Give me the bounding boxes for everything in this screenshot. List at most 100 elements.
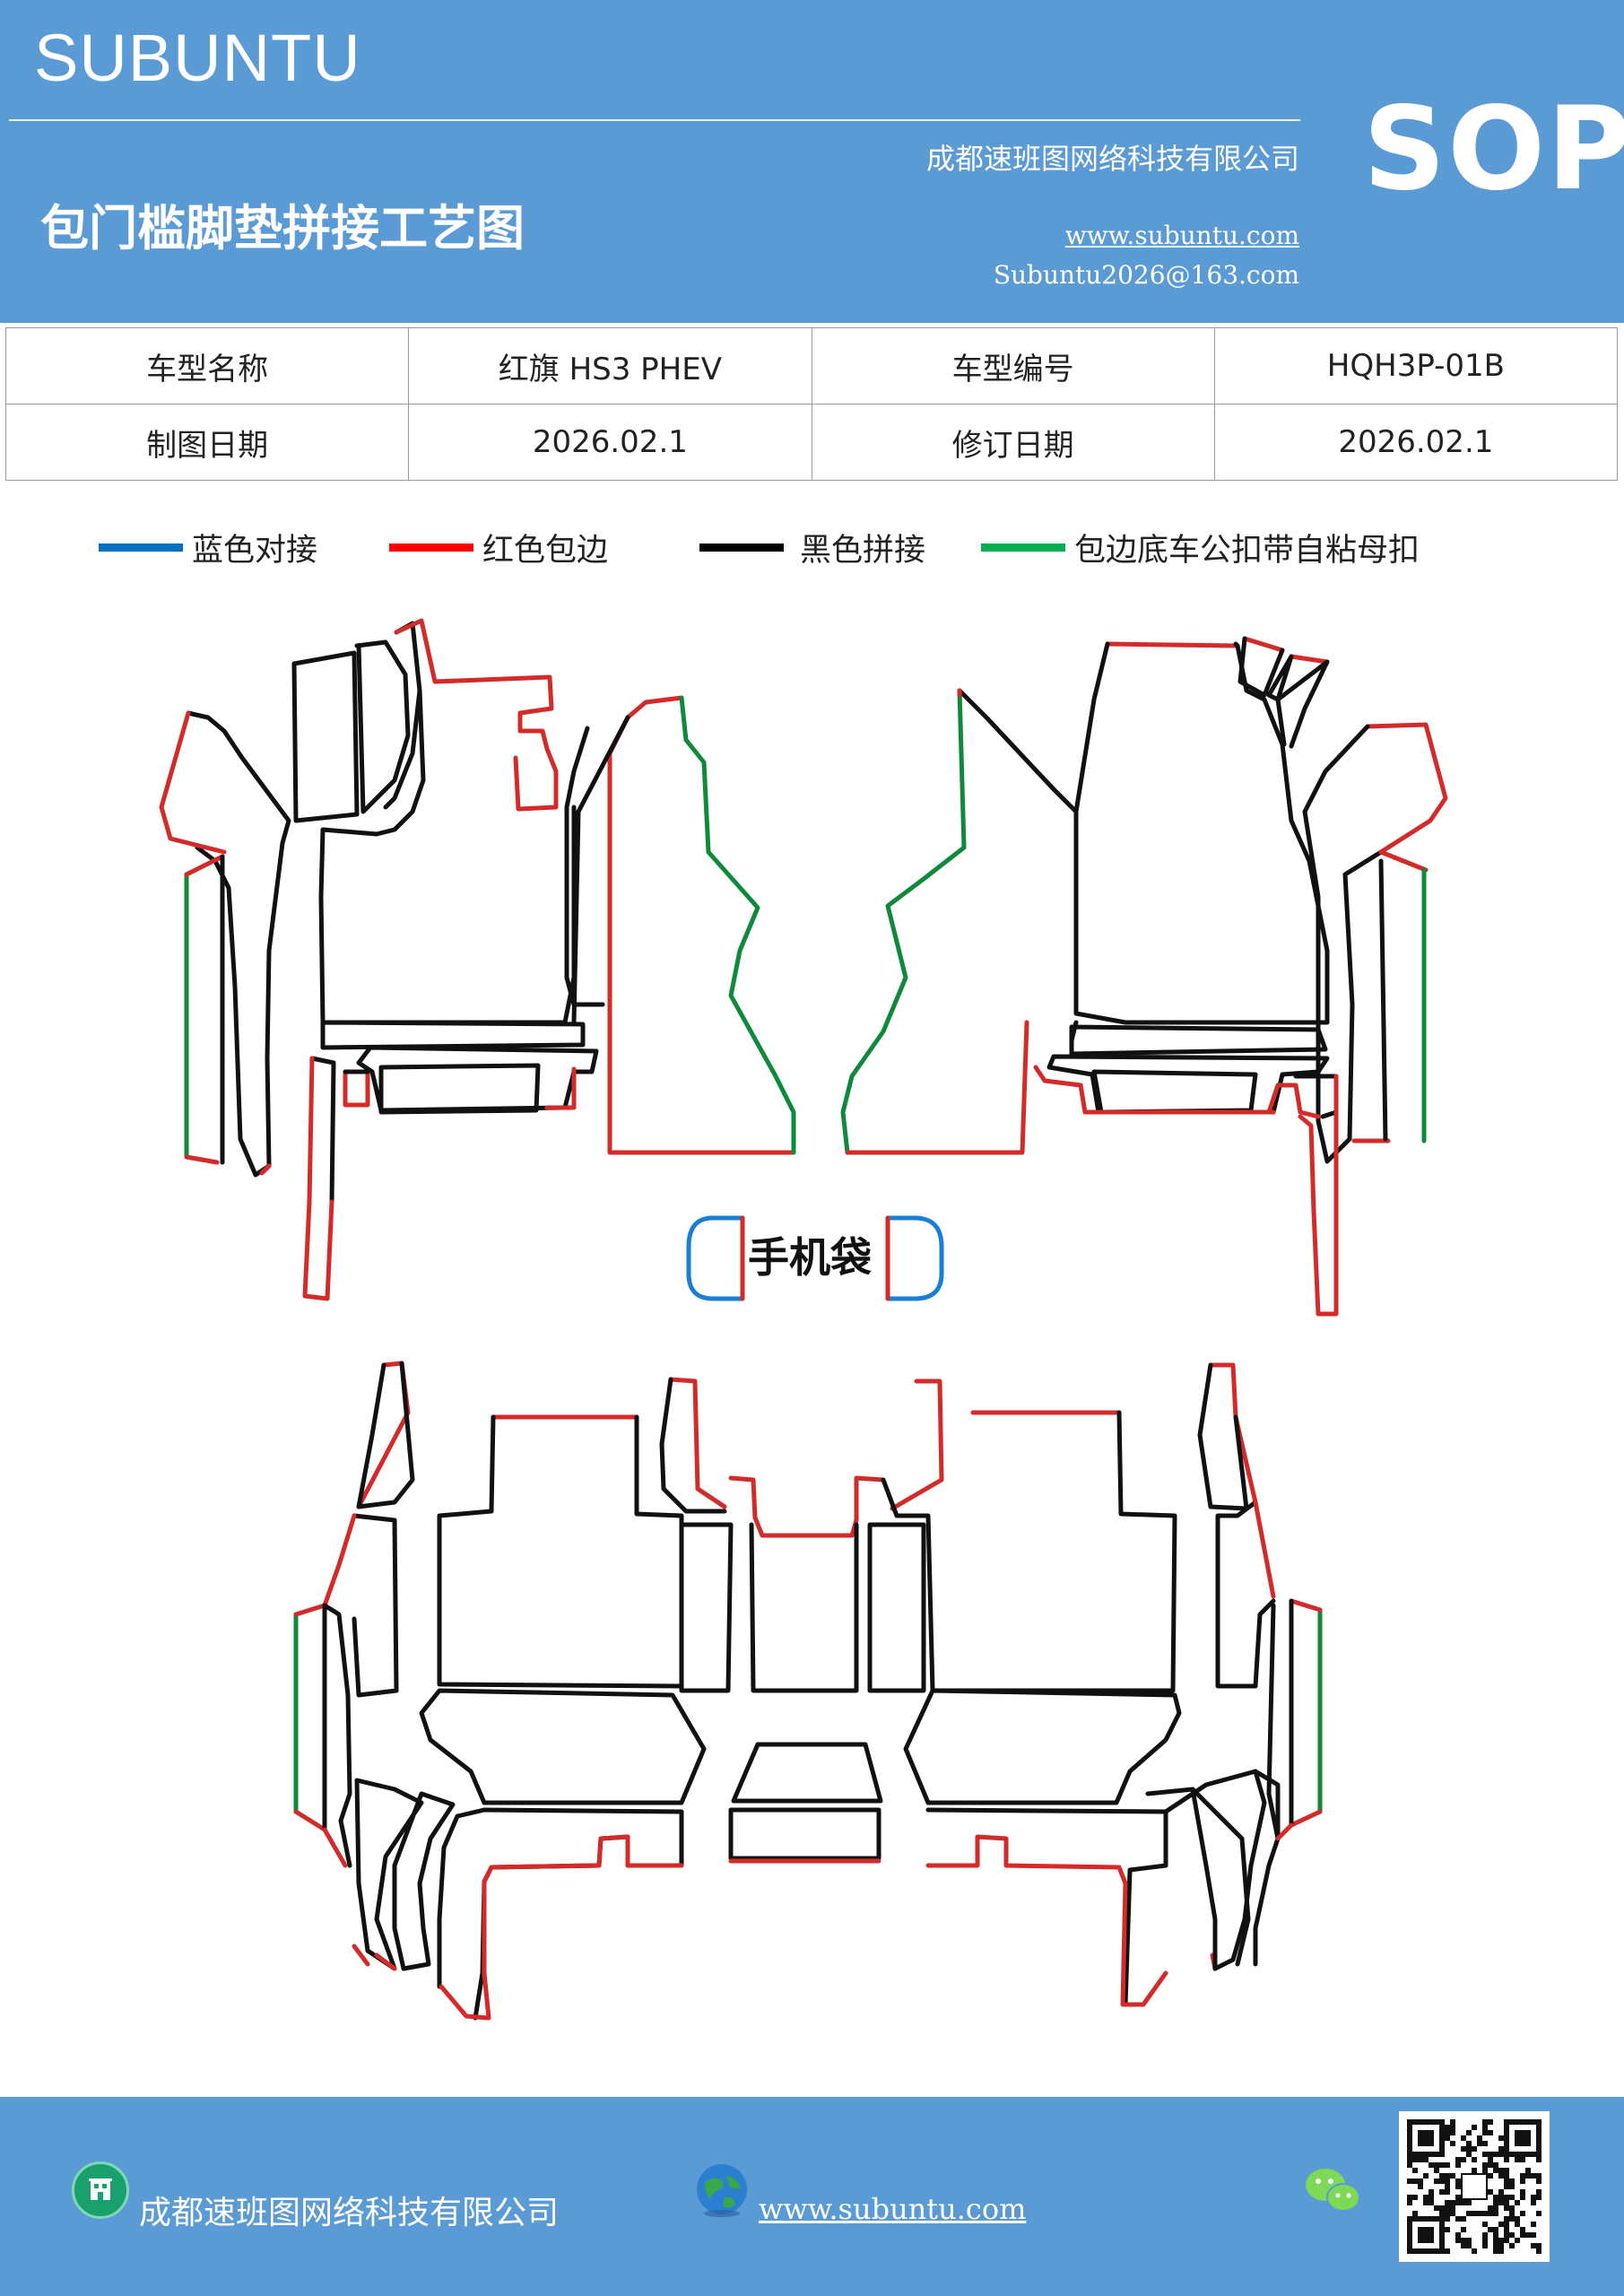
mat-piece bbox=[309, 1056, 336, 1205]
table-cell: HQH3P-01B bbox=[1213, 327, 1619, 404]
legend-item-green: 包边底车公扣带自粘母扣 bbox=[981, 525, 1420, 570]
mat-piece bbox=[439, 1834, 684, 2021]
mat-piece bbox=[354, 639, 411, 814]
mat-piece bbox=[184, 854, 225, 1165]
mat-piece bbox=[1069, 1024, 1328, 1057]
mat-piece bbox=[343, 1069, 370, 1108]
floor-mat-diagram: 手机袋 bbox=[159, 618, 1448, 2021]
mat-piece bbox=[1253, 1769, 1281, 1967]
header-divider bbox=[9, 119, 1300, 121]
mat-piece bbox=[925, 1807, 1168, 2007]
mat-piece bbox=[1096, 1083, 1321, 1119]
mat-piece bbox=[607, 715, 796, 1155]
mat-piece bbox=[291, 650, 360, 823]
phone-pocket-left bbox=[686, 1215, 745, 1301]
mat-piece bbox=[679, 1522, 734, 1693]
legend-swatch bbox=[981, 543, 1065, 552]
mat-piece bbox=[925, 1834, 1168, 2007]
mat-piece bbox=[1253, 1500, 1276, 1599]
mat-piece bbox=[322, 1827, 397, 1971]
table-cell: 制图日期 bbox=[4, 404, 410, 481]
footer-company: 成都速班图网络科技有限公司 bbox=[139, 2195, 560, 2231]
header-website-link[interactable]: www.subuntu.com bbox=[1064, 221, 1299, 250]
legend-swatch bbox=[389, 543, 473, 552]
legend-swatch bbox=[99, 543, 183, 552]
table-cell: 车型名称 bbox=[4, 327, 410, 404]
front-right-mat-group bbox=[840, 636, 1448, 1317]
mat-piece bbox=[159, 710, 227, 855]
legend-label: 黑色拼接 bbox=[800, 532, 926, 569]
mat-piece bbox=[356, 1045, 599, 1113]
mat-piece bbox=[437, 1807, 487, 1989]
mat-piece bbox=[679, 695, 796, 1155]
mat-piece bbox=[1033, 1065, 1101, 1115]
document-title: 包门槛脚垫拼接工艺图 bbox=[40, 200, 525, 257]
mat-piece bbox=[625, 695, 684, 720]
legend-label: 红色包边 bbox=[482, 532, 609, 569]
mat-piece bbox=[322, 1513, 357, 1608]
mat-piece bbox=[259, 1163, 272, 1176]
mat-piece bbox=[1145, 1787, 1218, 1971]
mat-piece bbox=[293, 1603, 327, 1832]
mat-piece bbox=[1105, 636, 1448, 855]
mat-piece bbox=[957, 688, 1079, 814]
mat-piece bbox=[1190, 1787, 1251, 1967]
mat-piece bbox=[1163, 1769, 1267, 1971]
mat-piece bbox=[354, 1778, 424, 1971]
mat-piece bbox=[544, 1066, 577, 1110]
legend-swatch bbox=[699, 543, 784, 552]
mat-piece bbox=[320, 1020, 586, 1050]
mat-piece bbox=[378, 1063, 541, 1115]
mat-piece bbox=[1351, 849, 1429, 1144]
mat-piece bbox=[867, 1522, 926, 1693]
legend-item-black: 黑色拼接 bbox=[699, 525, 925, 570]
mat-piece bbox=[881, 1410, 1177, 1693]
legend-item-blue: 蓝色对接 bbox=[99, 525, 317, 570]
legend-label: 包边底车公扣带自粘母扣 bbox=[1074, 532, 1420, 569]
mat-piece bbox=[186, 710, 291, 1178]
vehicle-info-table: 车型名称 红旗 HS3 PHEV 车型编号 HQH3P-01B 制图日期 202… bbox=[4, 327, 1619, 481]
table-cell: 2026.02.1 bbox=[1213, 404, 1619, 481]
phone-pocket-label: 手机袋 bbox=[748, 1233, 872, 1282]
mat-piece bbox=[1289, 1598, 1323, 1828]
table-cell: 修订日期 bbox=[811, 404, 1215, 481]
mat-piece bbox=[1210, 1822, 1294, 1971]
building-icon bbox=[72, 2161, 129, 2219]
legend-label: 蓝色对接 bbox=[192, 532, 318, 569]
header-banner: SUBUNTU 包门槛脚垫拼接工艺图 成都速班图网络科技有限公司 www.sub… bbox=[0, 0, 1624, 323]
header-email[interactable]: Subuntu2026@163.com bbox=[993, 260, 1299, 290]
mat-piece bbox=[318, 688, 577, 1025]
mat-piece bbox=[571, 715, 630, 1025]
footer-website-link[interactable]: www.subuntu.com bbox=[759, 2192, 1027, 2226]
mat-piece bbox=[352, 1513, 399, 1698]
mat-piece bbox=[322, 1603, 352, 1868]
mat-piece bbox=[903, 1688, 1182, 1805]
legend-item-red: 红色包边 bbox=[389, 525, 608, 570]
sop-badge: SOP bbox=[1363, 83, 1624, 216]
wechat-icon[interactable] bbox=[1302, 2163, 1365, 2217]
mat-piece bbox=[731, 1742, 883, 1804]
table-cell: 2026.02.1 bbox=[408, 404, 812, 481]
mat-piece bbox=[437, 1414, 684, 1689]
mat-piece bbox=[749, 1522, 859, 1693]
qr-code-icon[interactable] bbox=[1399, 2111, 1550, 2262]
mat-piece bbox=[1215, 1500, 1276, 1689]
mat-piece bbox=[845, 688, 1029, 1155]
mat-piece bbox=[1378, 858, 1388, 1142]
mat-piece bbox=[394, 618, 559, 812]
phone-pocket-group: 手机袋 bbox=[686, 1215, 944, 1301]
mat-piece bbox=[1197, 1362, 1249, 1511]
table-cell: 红旗 HS3 PHEV bbox=[408, 327, 812, 404]
mat-piece bbox=[1238, 636, 1330, 749]
mat-piece bbox=[1266, 1598, 1294, 1841]
mat-piece bbox=[1091, 1069, 1258, 1115]
mat-piece bbox=[1298, 1074, 1339, 1317]
mat-piece bbox=[473, 1807, 684, 2021]
mat-piece bbox=[659, 1377, 727, 1514]
rear-mat-group bbox=[293, 1361, 1323, 2021]
header-company: 成都速班图网络科技有限公司 bbox=[925, 142, 1299, 176]
mat-piece bbox=[419, 1688, 707, 1805]
phone-pocket-right bbox=[885, 1215, 944, 1301]
brand-name: SUBUNTU bbox=[34, 21, 361, 95]
mat-piece bbox=[302, 1056, 334, 1301]
